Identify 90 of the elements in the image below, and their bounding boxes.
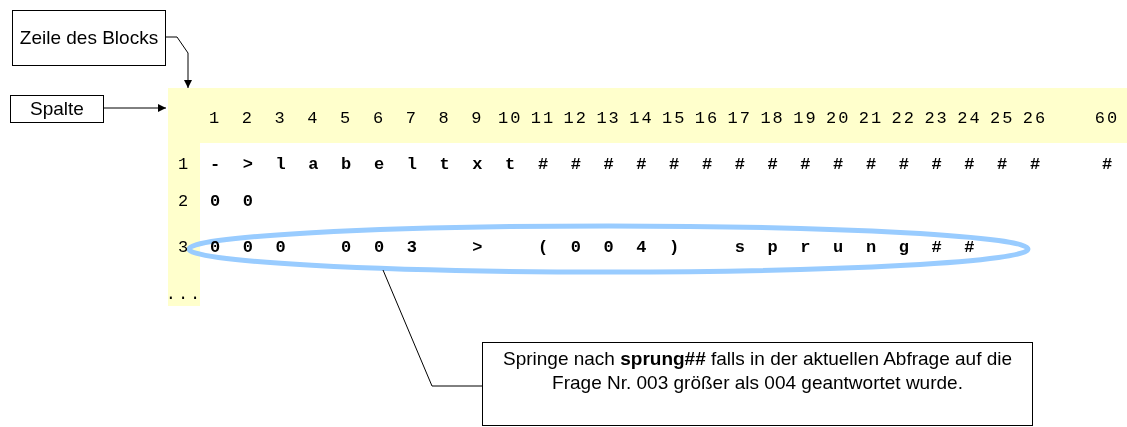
column-number: 20	[826, 109, 851, 127]
column-number: 19	[793, 109, 818, 127]
cell-character: 0	[209, 192, 221, 210]
cell-character: (	[537, 238, 549, 256]
column-number: 1	[208, 109, 222, 127]
column-number: 8	[438, 109, 451, 127]
row-number: 2	[177, 192, 191, 210]
cell-character: t	[505, 155, 516, 173]
cell-character: )	[669, 238, 680, 256]
cell-character: b	[341, 155, 352, 173]
cell-character: a	[308, 155, 319, 173]
cell-character: 4	[636, 238, 647, 256]
cell-character: 3	[406, 238, 417, 256]
cell-character: #	[898, 155, 909, 173]
column-number: 4	[307, 109, 320, 127]
cell-character: 0	[373, 238, 385, 256]
cell-character: #	[964, 155, 975, 173]
cell-character: r	[800, 238, 811, 256]
cell-character: t	[439, 155, 450, 173]
cell-character: #	[636, 155, 647, 173]
column-number: 25	[990, 109, 1015, 127]
row-number: 1	[177, 155, 191, 173]
arrow	[165, 36, 192, 89]
column-number: 16	[694, 109, 720, 127]
label-text: Springe nach sprung## falls in der aktuellen Abfrage auf die Frage Nr. 003 größer als 004 geantwortet wurde.	[502, 348, 1013, 393]
cell-character: l	[406, 155, 417, 173]
cell-character: n	[865, 238, 877, 256]
column-number: 12	[563, 109, 588, 127]
column-number: 2	[241, 109, 254, 127]
cell-character: #	[701, 155, 713, 173]
column-number: 14	[629, 109, 654, 127]
column-number: 22	[891, 109, 916, 127]
cell-character: 0	[603, 238, 614, 256]
cell-character: 0	[275, 238, 286, 256]
leader-line	[382, 269, 483, 387]
cell-character: #	[1101, 155, 1113, 173]
cell-character: 0	[209, 238, 221, 256]
cell-character: 0	[242, 192, 253, 210]
cell-character: e	[373, 155, 385, 173]
cell-character: p	[767, 238, 778, 256]
cell-character: 0	[242, 238, 253, 256]
cell-character: >	[242, 155, 253, 173]
cell-character: #	[964, 238, 975, 256]
column-number: 10	[498, 109, 523, 127]
cell-character: #	[767, 155, 778, 173]
column-number: 23	[924, 109, 949, 127]
cell-character: #	[1029, 155, 1041, 173]
cell-character: #	[734, 155, 745, 173]
cell-character: 0	[341, 238, 352, 256]
cell-character: -	[209, 155, 221, 173]
label-box	[12, 10, 166, 66]
cell-character: 0	[570, 238, 581, 256]
row-number: ...	[165, 285, 203, 303]
cell-character: x	[472, 155, 483, 173]
cell-character: #	[931, 155, 942, 173]
column-number: 18	[760, 109, 785, 127]
highlight-ellipse	[186, 223, 1031, 275]
column-number: 6	[372, 109, 386, 127]
cell-character: g	[898, 238, 909, 256]
cell-character: #	[537, 155, 549, 173]
column-number: 15	[662, 109, 687, 127]
cell-character: u	[833, 238, 844, 256]
column-number: 9	[471, 109, 484, 127]
cell-character: #	[603, 155, 614, 173]
column-number: 7	[405, 109, 418, 127]
column-number: 5	[340, 109, 353, 127]
cell-character: #	[669, 155, 680, 173]
label-text: Spalte	[30, 96, 84, 121]
column-number: 17	[727, 109, 752, 127]
cell-character: #	[997, 155, 1008, 173]
cell-character: #	[800, 155, 811, 173]
cell-character: #	[570, 155, 581, 173]
cell-character: s	[734, 238, 745, 256]
arrow	[103, 104, 167, 112]
column-number: 21	[858, 109, 884, 127]
cell-character: #	[833, 155, 844, 173]
callout-box	[482, 342, 1033, 426]
cell-character: #	[931, 238, 942, 256]
label-text: Zeile des Blocks	[19, 26, 159, 50]
column-number: 26	[1022, 109, 1048, 127]
label-box	[10, 95, 104, 123]
cell-character: #	[865, 155, 877, 173]
column-number: 13	[596, 109, 621, 127]
row-number: 3	[177, 238, 191, 256]
cell-character: >	[472, 238, 483, 256]
cell-character: l	[275, 155, 286, 173]
column-number: 24	[957, 109, 982, 127]
column-number: 3	[274, 109, 287, 127]
column-number: 60	[1094, 109, 1120, 127]
column-number: 11	[530, 109, 556, 127]
